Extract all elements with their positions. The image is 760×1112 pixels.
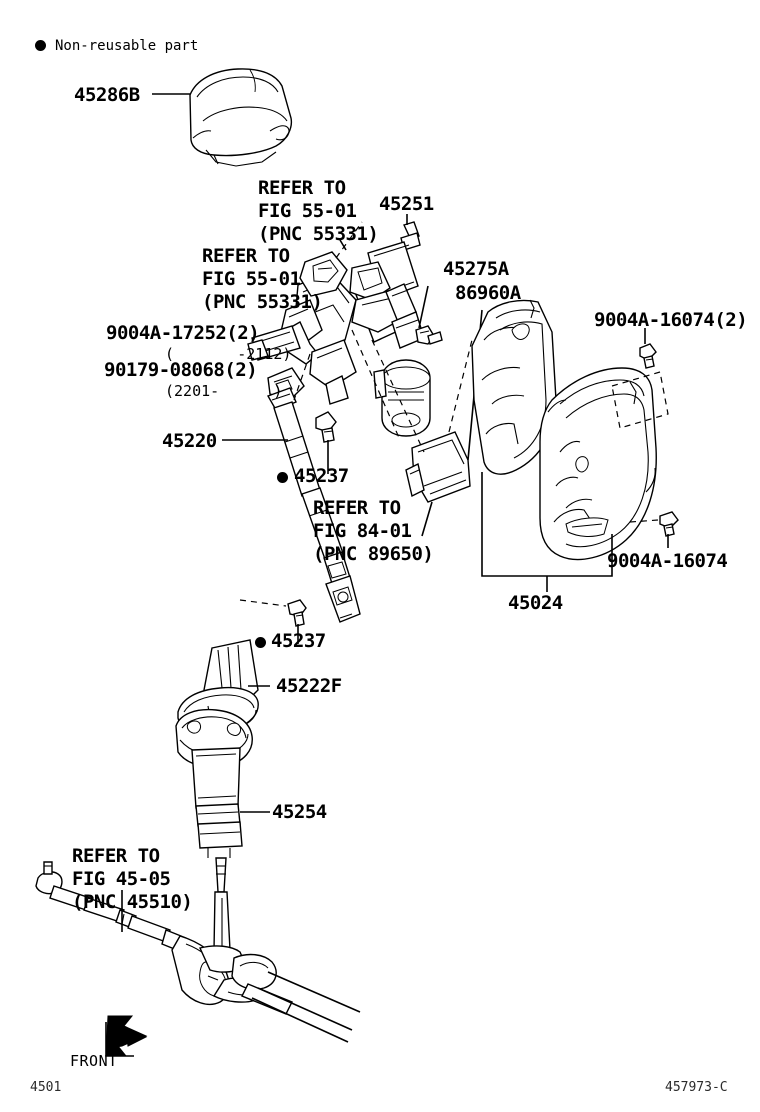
part-electric-motor [373,359,431,437]
legend-text: Non-reusable part [55,38,199,54]
label-45237-upper: 45237 [294,465,349,487]
label-refer-fig-84-01: REFER TO FIG 84-01 (PNC 89650) [313,497,434,565]
part-45237-upper-bolt [315,411,337,443]
label-front: FRONT [70,1052,118,1070]
assembly-dash-4 [371,339,425,453]
part-9004a-16074-bolt [659,511,679,537]
label-45024: 45024 [508,592,563,614]
label-90179-08068-2-daterange: (2201- ) [165,382,283,400]
part-45254-gear-valve [175,708,253,858]
part-9004a-16074-2-bolt [639,343,657,369]
label-refer-fig-55-01-lower: REFER TO FIG 55-01 (PNC 55331) [202,245,323,313]
assembly-dash-3 [293,353,311,401]
part-45286b-cover-shape [189,68,293,167]
part-pinion-shaft [213,857,231,951]
label-refer-fig-45-05: REFER TO FIG 45-05 (PNC 45510) [72,845,193,913]
label-9004a-16074: 9004A-16074 [607,550,728,572]
label-refer-fig-55-01-upper: REFER TO FIG 55-01 (PNC 55331) [258,177,379,245]
part-86960a-ecu [405,431,471,503]
callout-bracket-45024 [481,472,613,592]
leader-45275a [418,285,429,329]
part-45275a-bolt [415,325,443,345]
assembly-dash-2 [351,329,401,441]
part-45220-intermediate-shaft [266,367,361,623]
leader-dash-9004a-16074 [629,519,659,523]
bullet-icon-45237-upper [277,472,288,483]
label-9004a-17252-2-daterange: ( -2112) [165,345,292,363]
bullet-icon-45237-lower [255,637,266,648]
leader-dash-45237-lower [239,599,287,607]
label-45237-lower: 45237 [271,630,326,652]
label-86960a: 86960A [455,282,521,304]
legend-bullet-icon [35,40,46,51]
label-45220: 45220 [162,430,217,452]
label-45275a: 45275A [443,258,509,280]
label-45251: 45251 [379,193,434,215]
label-45222f: 45222F [276,675,342,697]
part-45222f-boot [177,639,259,734]
cover-bolt-dash-frame [611,371,669,429]
leader-86960a [467,309,483,461]
label-9004a-17252-2: 9004A-17252(2) [106,322,260,344]
label-9004a-16074-2: 9004A-16074(2) [594,309,748,331]
part-45024-upper-cover [471,299,557,475]
footer-figure-number: 4501 [30,1080,62,1095]
part-45024-lower-cover [539,367,657,561]
part-45237-lower-bolt [287,599,307,627]
label-45286b: 45286B [74,84,140,106]
footer-drawing-code: 457973-C [665,1080,728,1095]
assembly-dash-5 [448,339,473,433]
label-45254: 45254 [272,801,327,823]
label-90179-08068-2: 90179-08068(2) [104,359,258,381]
